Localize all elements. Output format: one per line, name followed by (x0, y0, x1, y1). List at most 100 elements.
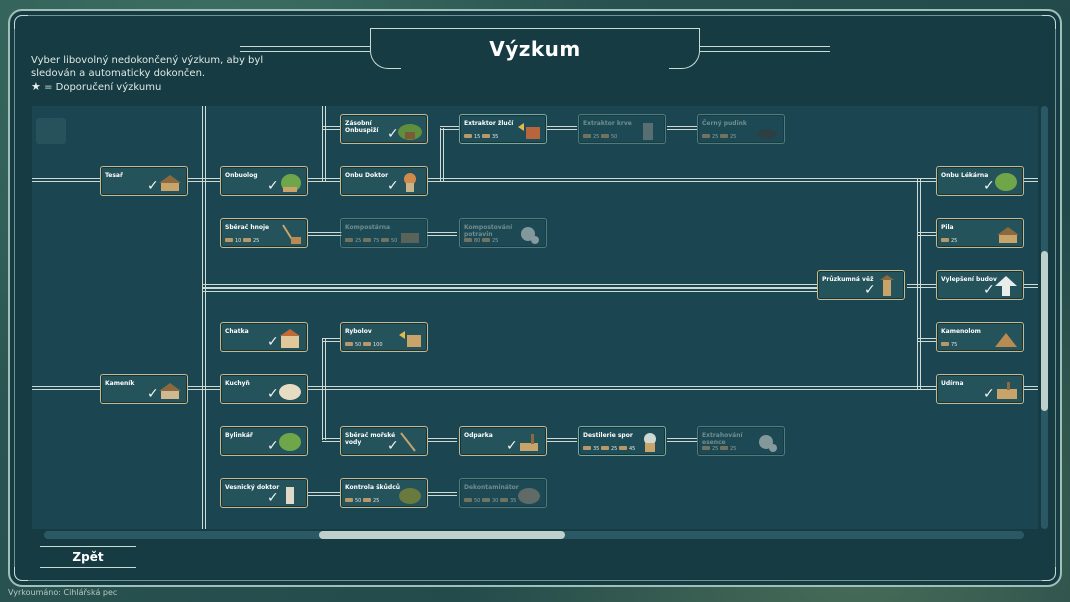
kitchen-icon (279, 384, 301, 400)
resource-icon (464, 498, 472, 502)
research-node-udirna[interactable]: Udírna ✓ (936, 374, 1024, 404)
research-node-pruzkumna-vez[interactable]: Průzkumná věž ✓ (817, 270, 905, 300)
resource-icon (345, 342, 353, 346)
cost-row: 35 25 45 (583, 446, 635, 452)
pudding-icon (757, 129, 777, 139)
research-node-rybolov[interactable]: Rybolov 50 100 (340, 322, 428, 352)
locked-bag-icon (521, 227, 539, 244)
research-node-onbu-lekarna[interactable]: Onbu Lékárna ✓ (936, 166, 1024, 196)
resource-icon (345, 498, 353, 502)
vertical-scrollbar[interactable] (1041, 106, 1048, 529)
instructions-text: Vyber libovolný nedokončený výzkum, aby … (31, 55, 264, 79)
check-icon: ✓ (983, 178, 995, 194)
research-node-kamenik[interactable]: Kameník ✓ (100, 374, 188, 404)
check-icon: ✓ (267, 438, 279, 454)
resource-icon (702, 446, 710, 450)
instructions: Vyber libovolný nedokončený výzkum, aby … (31, 54, 311, 94)
node-name: Onbu Doktor (345, 172, 389, 179)
resource-icon (499, 498, 508, 502)
onbu-hut-icon (281, 174, 301, 192)
collector-icon (282, 224, 301, 244)
evaporator-icon (520, 434, 538, 451)
resource-icon (583, 134, 591, 138)
check-icon: ✓ (147, 178, 159, 194)
node-name: Průzkumná věž (822, 276, 874, 283)
tree-category-icon (36, 118, 66, 144)
cost-row: 25 50 (583, 134, 617, 140)
resource-icon (362, 342, 371, 346)
node-name: Kompostování potravin (464, 224, 513, 238)
smokehouse-icon (997, 382, 1017, 399)
research-node-kamenolom[interactable]: Kamenolom 75 (936, 322, 1024, 352)
hut-icon (280, 329, 300, 348)
research-node-pila[interactable]: Pila 25 (936, 218, 1024, 248)
check-icon: ✓ (267, 178, 279, 194)
horizontal-scrollbar[interactable] (44, 531, 1024, 539)
research-node-kompostarna[interactable]: Kompostárna 25 75 50 (340, 218, 428, 248)
research-tree[interactable] (32, 106, 1038, 529)
research-node-kuchyn[interactable]: Kuchyň ✓ (220, 374, 308, 404)
research-node-extrahovani[interactable]: Extrahování esence 25 25 (697, 426, 785, 456)
node-name: Zásobní Onbuspiží (345, 120, 379, 134)
node-name: Bylinkář (225, 432, 253, 439)
cost-row: 10 25 (225, 238, 259, 244)
compost-icon (401, 233, 419, 243)
window-title: Výzkum (489, 37, 581, 61)
water-collector-icon (400, 432, 416, 452)
research-node-sberac-hnoje[interactable]: Sběrač hnoje 10 25 (220, 218, 308, 248)
cost-row: 50 100 (345, 342, 383, 348)
resource-icon (583, 446, 591, 450)
research-node-cerny-pudink[interactable]: Černý pudink 25 25 (697, 114, 785, 144)
resource-icon (702, 134, 710, 138)
node-name: Chatka (225, 328, 249, 335)
node-name: Sběrač mořské vody (345, 432, 396, 446)
research-node-extraktor-zluci[interactable]: Extraktor žlučí 15 35 (459, 114, 547, 144)
resource-icon (362, 498, 371, 502)
cost-row: 25 (941, 238, 957, 244)
frame-corner (14, 15, 28, 29)
locked-bag-icon (759, 435, 777, 452)
research-node-tesar[interactable]: Tesař ✓ (100, 166, 188, 196)
check-icon: ✓ (506, 438, 518, 454)
cost-row: 25 25 (702, 446, 736, 452)
storage-icon (398, 124, 422, 140)
research-node-sberac-vody[interactable]: Sběrač mořské vody ✓ (340, 426, 428, 456)
research-node-vylepseni[interactable]: Vylepšení budov ✓ (936, 270, 1024, 300)
tower-icon (643, 123, 653, 140)
research-node-zasobni[interactable]: Zásobní Onbuspiží ✓ (340, 114, 428, 144)
research-node-odparka[interactable]: Odparka ✓ (459, 426, 547, 456)
cost-row: 50 25 (345, 498, 379, 504)
node-name: Onbuolog (225, 172, 258, 179)
resource-icon (345, 238, 353, 242)
research-node-kompostovani[interactable]: Kompostování potravin 80 25 (459, 218, 547, 248)
check-icon: ✓ (387, 178, 399, 194)
research-node-bylinkar[interactable]: Bylinkář ✓ (220, 426, 308, 456)
resource-icon (464, 238, 472, 242)
pest-control-icon (399, 488, 421, 504)
resource-icon (481, 498, 490, 502)
research-node-chatka[interactable]: Chatka ✓ (220, 322, 308, 352)
research-node-kontrola-skudcu[interactable]: Kontrola škůdců 50 25 (340, 478, 428, 508)
node-name: Dekontaminátor (464, 484, 519, 491)
research-node-vesnicky-doktor[interactable]: Vesnický doktor ✓ (220, 478, 308, 508)
title-frame: Výzkum (370, 28, 700, 72)
vertical-scroll-thumb[interactable] (1041, 251, 1048, 411)
frame-corner (1042, 567, 1056, 581)
node-name: Kamenolom (941, 328, 981, 335)
research-node-extraktor-krve[interactable]: Extraktor krve 25 50 (578, 114, 666, 144)
horizontal-scroll-thumb[interactable] (319, 531, 565, 539)
herbalist-icon (279, 433, 301, 451)
cost-row: 15 35 (464, 134, 498, 140)
status-text: Vyrkoumáno: Cihlářská pec (8, 588, 118, 597)
node-name: Odparka (464, 432, 493, 439)
resource-icon (380, 238, 389, 242)
back-button[interactable]: Zpět (40, 546, 136, 568)
node-name: Černý pudink (702, 120, 747, 127)
research-node-onbuolog[interactable]: Onbuolog ✓ (220, 166, 308, 196)
research-node-dekontaminator[interactable]: Dekontaminátor 50 30 35 (459, 478, 547, 508)
decontaminator-icon (518, 488, 540, 504)
research-node-destilerie[interactable]: Destilerie spor 35 25 45 (578, 426, 666, 456)
research-node-onbu-doktor[interactable]: Onbu Doktor ✓ (340, 166, 428, 196)
resource-icon (481, 134, 490, 138)
resource-icon (600, 134, 609, 138)
